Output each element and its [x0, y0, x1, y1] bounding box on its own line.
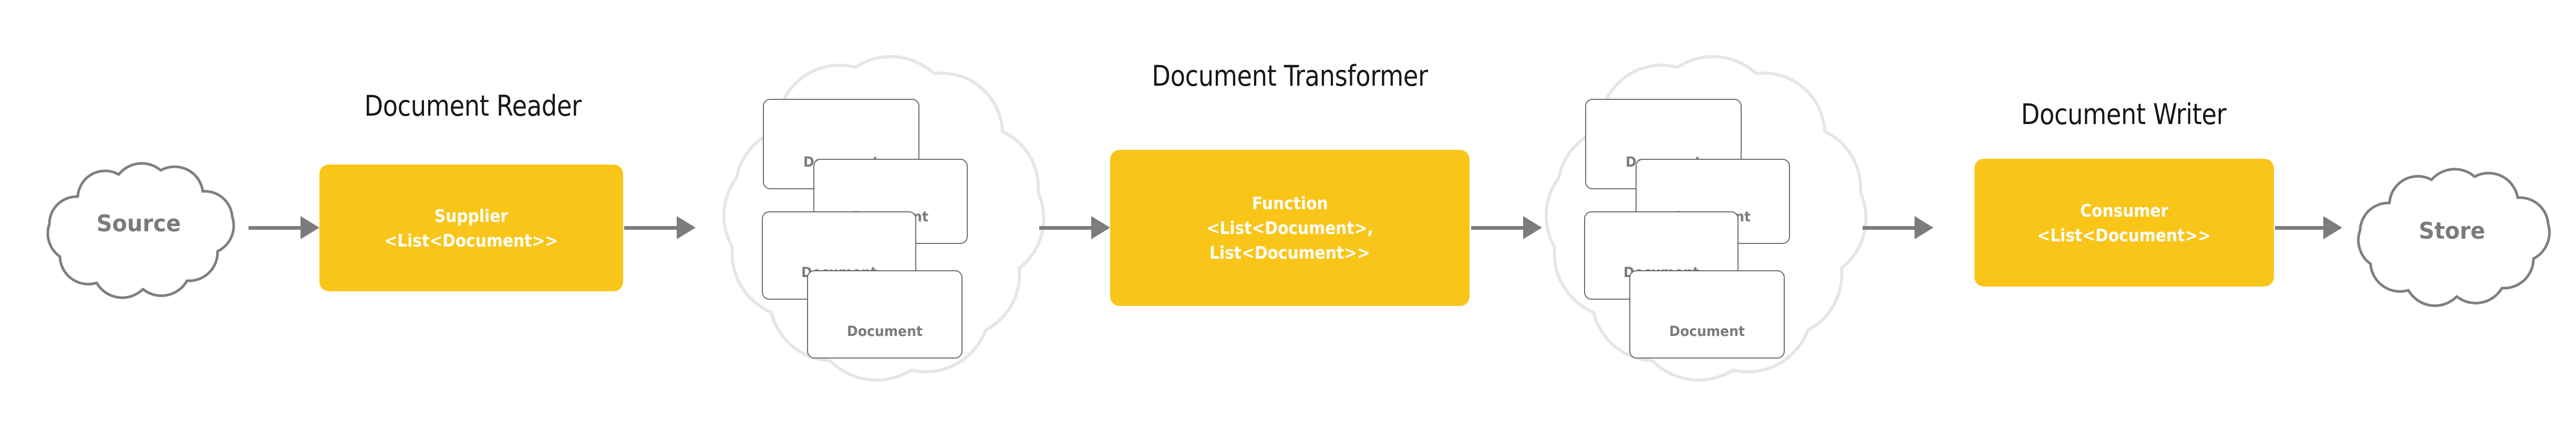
supplier-line-2: <List<Document>>	[384, 230, 558, 251]
source-cloud-shape	[46, 162, 235, 299]
process-box-consumer[interactable]: Consumer <List<Document>>	[1974, 159, 2274, 287]
arrow-shaft	[624, 226, 677, 230]
arrow-head	[677, 216, 696, 239]
source-label: Source	[96, 210, 181, 237]
arrow-supplier-to-document-cloud-input	[624, 216, 698, 239]
arrow-head	[2323, 216, 2342, 239]
arrow-document-cloud-input-to-function	[1039, 216, 1113, 239]
title-document-writer: Document Writer	[2021, 98, 2227, 131]
store-label: Store	[2418, 218, 2486, 244]
arrow-head	[1915, 216, 1933, 239]
source-cloud[interactable]: Source	[29, 148, 248, 304]
store-cloud[interactable]: Store	[2339, 154, 2565, 311]
arrow-shaft	[1863, 226, 1915, 230]
title-document-transformer: Document Transformer	[1152, 59, 1428, 93]
process-box-supplier[interactable]: Supplier <List<Document>>	[319, 165, 623, 291]
document-card-label: Document	[1669, 323, 1745, 340]
document-card[interactable]: Document	[1629, 270, 1785, 359]
process-box-function[interactable]: Function <List<Document>, List<Document>…	[1110, 150, 1470, 306]
document-cloud-output[interactable]: Document Document Document Document	[1520, 9, 1888, 420]
arrow-consumer-to-store	[2275, 216, 2343, 239]
consumer-line-1: Consumer	[2080, 200, 2168, 221]
arrow-shaft	[249, 226, 301, 230]
store-cloud-shape	[2357, 168, 2551, 307]
document-card-label: Document	[847, 323, 923, 340]
document-card[interactable]: Document	[807, 270, 963, 359]
arrow-source-to-supplier	[249, 216, 319, 239]
supplier-line-1: Supplier	[434, 205, 509, 226]
arrow-head	[301, 216, 319, 239]
arrow-shaft	[2275, 226, 2323, 230]
title-document-reader: Document Reader	[364, 89, 582, 122]
arrow-document-cloud-output-to-consumer	[1863, 216, 1936, 239]
arrow-function-to-document-cloud-output	[1471, 216, 1545, 239]
arrow-head	[1091, 216, 1110, 239]
arrow-shaft	[1039, 226, 1091, 230]
document-cloud-input[interactable]: Document Document Document Document	[698, 9, 1065, 420]
function-line-3: List<Document>>	[1209, 242, 1370, 263]
arrow-head	[1523, 216, 1542, 239]
arrow-shaft	[1471, 226, 1523, 230]
consumer-line-2: <List<Document>>	[2037, 224, 2211, 246]
function-line-1: Function	[1251, 193, 1328, 213]
function-line-2: <List<Document>,	[1206, 218, 1373, 238]
